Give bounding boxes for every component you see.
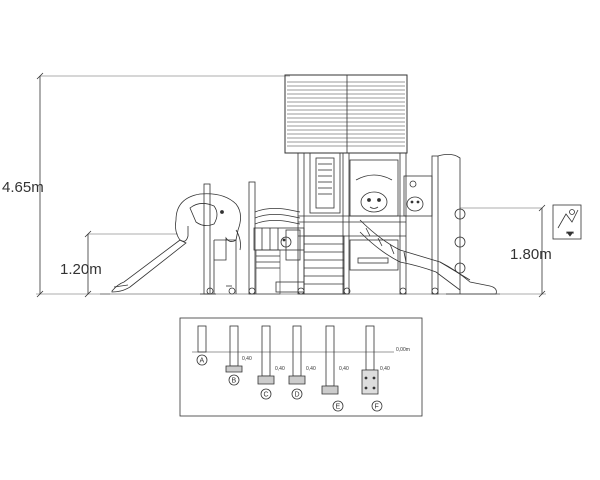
height-dimension-deck: 1.80m: [460, 204, 552, 298]
main-tower: [284, 74, 408, 295]
slide-height-label: 1.20m: [60, 261, 102, 278]
footing-f: 0,40 F: [361, 325, 390, 412]
footing-c-depth: 0,40: [275, 366, 285, 372]
footing-f-label: F: [375, 404, 379, 411]
footing-e: 0,40 E: [321, 325, 349, 412]
footing-b: 0,40 B: [225, 325, 252, 386]
footing-e-label: E: [336, 404, 341, 411]
footing-c-label: C: [264, 392, 269, 399]
height-dimension-slide: 1.20m: [60, 230, 178, 298]
footing-d-depth: 0,40: [306, 366, 316, 372]
footing-b-depth: 0,40: [242, 356, 252, 362]
safety-zone-icon: [552, 204, 582, 240]
footing-a-label: A: [200, 358, 205, 365]
height-dimension-total: 4.65m: [2, 72, 290, 298]
left-platform: [248, 181, 305, 295]
footing-detail-box: 0,00m A 0,40 B 0,40 C 0,40: [179, 317, 423, 417]
right-platform: [359, 154, 497, 295]
footing-b-label: B: [232, 378, 237, 385]
footing-f-depth: 0,40: [380, 366, 390, 372]
footing-e-depth: 0,40: [339, 366, 349, 372]
total-height-label: 4.65m: [2, 179, 44, 196]
footing-c: 0,40 C: [257, 325, 285, 400]
roof-slats: [287, 81, 405, 147]
deck-height-label: 1.80m: [510, 246, 552, 263]
ground-ref-label: 0,00m: [396, 347, 410, 353]
footing-d: 0,40 D: [288, 325, 316, 400]
footing-a: A: [196, 325, 208, 366]
elephant-slide: [111, 183, 241, 295]
footing-d-label: D: [295, 392, 300, 399]
